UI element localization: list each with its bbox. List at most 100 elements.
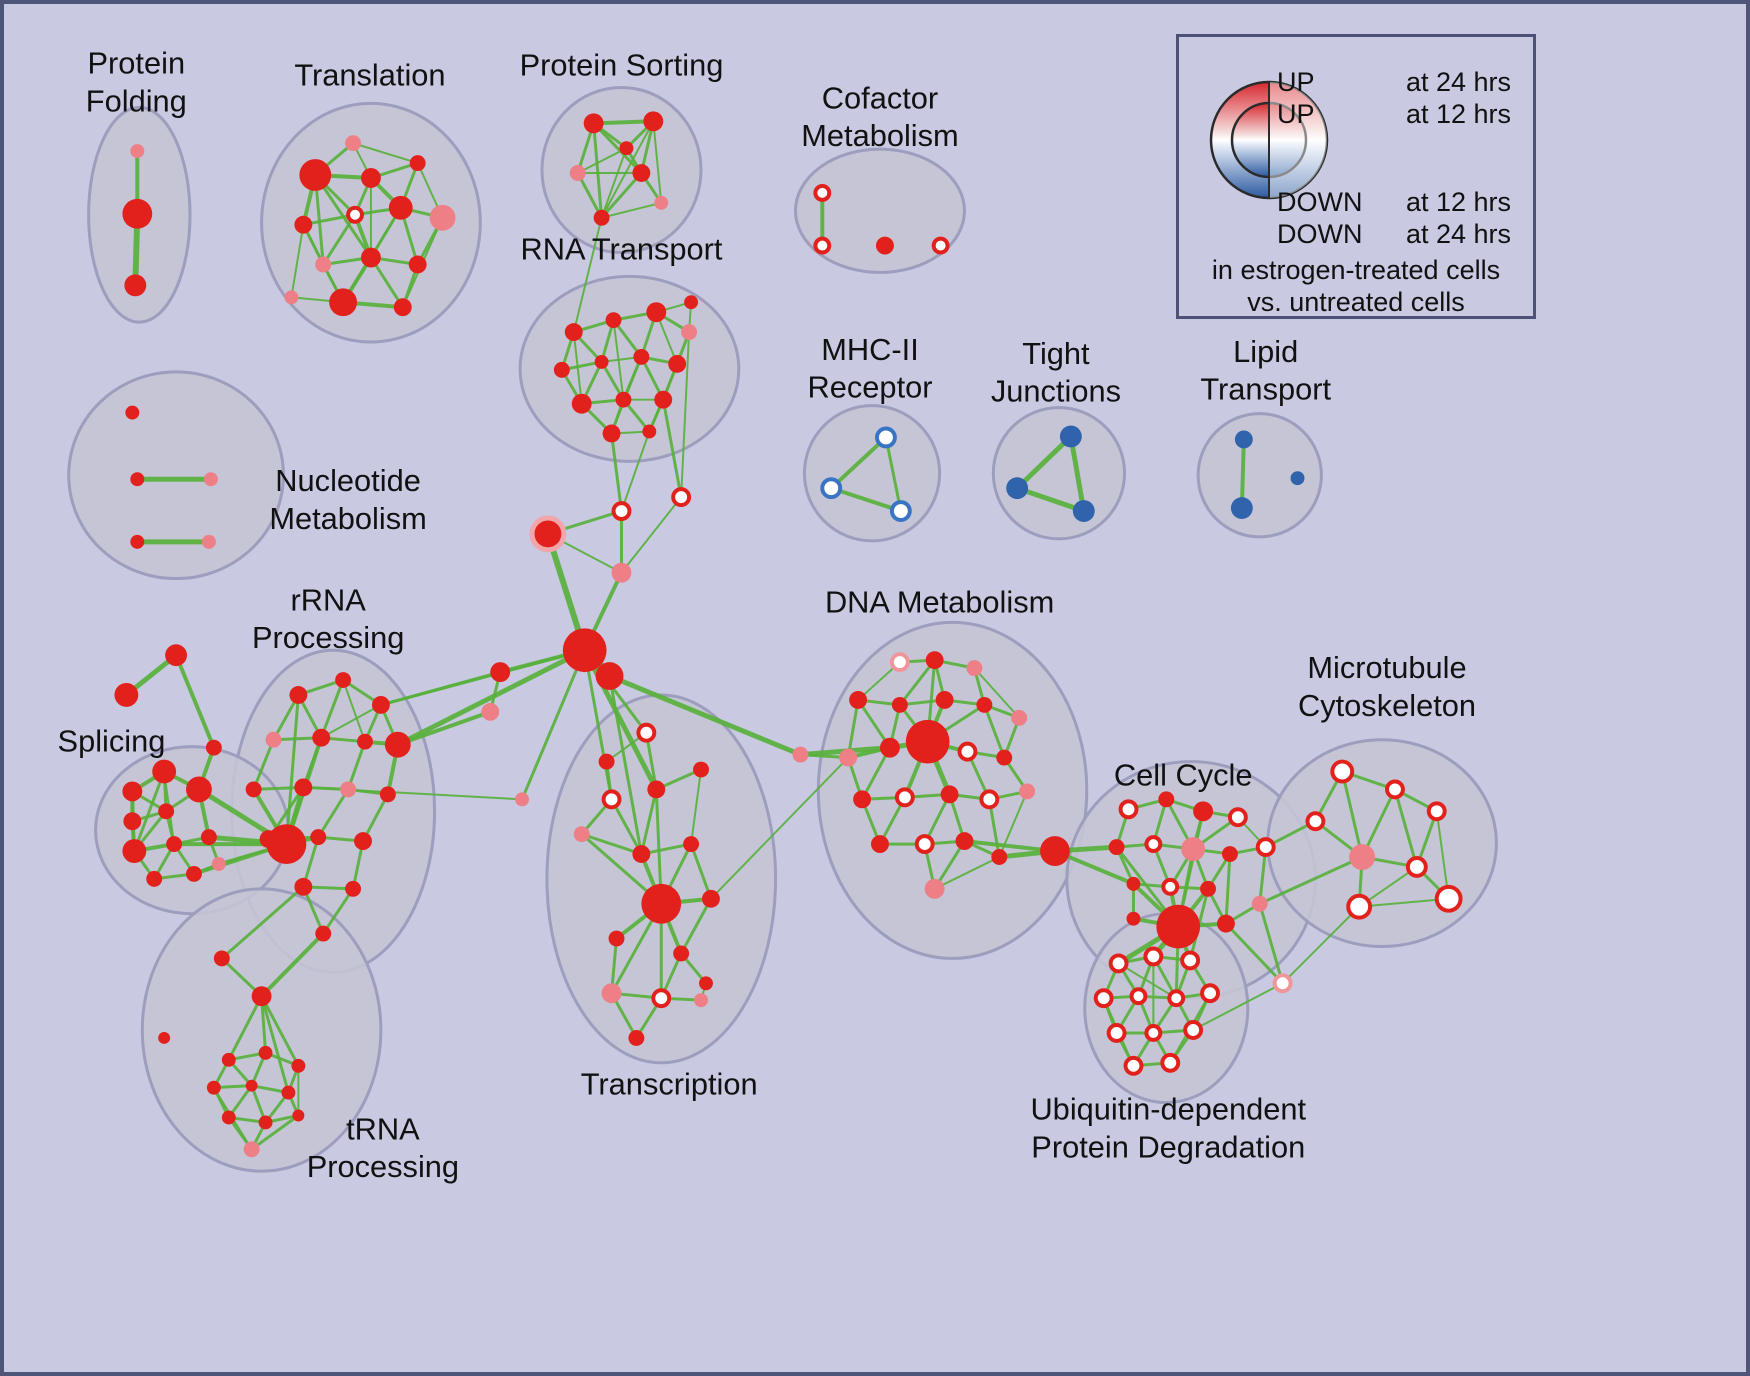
network-node[interactable] [632,164,651,182]
network-node[interactable] [693,761,709,778]
network-node[interactable] [481,702,500,721]
network-node[interactable] [991,849,1008,865]
network-node[interactable] [1330,759,1355,784]
network-node[interactable] [813,183,832,202]
network-node[interactable] [515,792,530,807]
network-node[interactable] [935,690,954,709]
network-node[interactable] [564,323,583,342]
network-node[interactable] [1059,425,1082,448]
network-node[interactable] [1434,884,1463,913]
network-node[interactable] [642,424,657,439]
network-node[interactable] [1305,811,1326,832]
network-node[interactable] [122,781,143,802]
network-node[interactable] [925,651,944,670]
network-node[interactable] [122,839,147,863]
network-node[interactable] [361,168,381,188]
network-node[interactable] [122,198,153,229]
network-node[interactable] [601,983,622,1004]
network-node[interactable] [429,204,456,231]
network-node[interactable] [258,1115,273,1130]
network-node[interactable] [346,205,364,224]
network-node[interactable] [955,832,974,851]
network-node[interactable] [200,829,217,846]
network-node[interactable] [158,1031,171,1044]
network-node[interactable] [636,722,657,743]
network-node[interactable] [1272,973,1293,994]
network-node[interactable] [889,500,912,522]
network-node[interactable] [1129,987,1148,1006]
network-node[interactable] [409,155,426,172]
network-node[interactable] [594,354,609,369]
network-node[interactable] [940,785,959,804]
network-node[interactable] [158,803,175,820]
network-node[interactable] [611,501,632,521]
network-node[interactable] [608,930,625,947]
network-node[interactable] [628,1030,645,1046]
network-node[interactable] [914,834,935,855]
network-node[interactable] [905,719,950,764]
network-node[interactable] [388,195,413,220]
network-node[interactable] [213,950,230,967]
network-node[interactable] [654,390,673,409]
network-node[interactable] [611,562,632,583]
network-node[interactable] [671,487,692,508]
network-node[interactable] [647,780,666,799]
network-node[interactable] [152,759,177,784]
network-node[interactable] [839,748,858,767]
network-node[interactable] [619,141,634,156]
network-node[interactable] [125,405,140,420]
network-node[interactable] [598,753,615,770]
network-node[interactable] [1118,799,1139,820]
network-node[interactable] [894,787,915,808]
network-node[interactable] [291,1058,306,1073]
network-node[interactable] [1251,895,1268,912]
network-node[interactable] [1106,1023,1127,1043]
network-node[interactable] [668,354,687,373]
network-node[interactable] [996,749,1013,766]
network-node[interactable] [1221,846,1238,862]
network-node[interactable] [1167,989,1186,1008]
network-node[interactable] [292,1109,305,1122]
network-node[interactable] [284,290,299,305]
network-node[interactable] [1126,911,1141,926]
network-node[interactable] [130,472,145,487]
network-node[interactable] [1180,950,1201,971]
network-node[interactable] [245,1079,258,1092]
network-node[interactable] [315,256,332,273]
network-node[interactable] [699,976,713,991]
network-node[interactable] [562,628,607,673]
network-node[interactable] [1144,835,1163,854]
network-node[interactable] [593,209,610,226]
network-node[interactable] [853,790,872,809]
network-node[interactable] [294,877,313,896]
network-node[interactable] [1290,471,1305,486]
network-node[interactable] [957,741,978,762]
network-node[interactable] [792,746,809,763]
network-node[interactable] [1143,946,1164,967]
network-node[interactable] [1161,877,1180,896]
network-node[interactable] [1123,1055,1144,1076]
network-node[interactable] [654,195,669,210]
network-node[interactable] [633,348,650,365]
network-node[interactable] [583,113,604,134]
network-node[interactable] [602,424,621,443]
network-node[interactable] [569,165,586,181]
network-node[interactable] [203,472,218,487]
network-node[interactable] [813,236,832,255]
network-node[interactable] [186,865,202,882]
network-node[interactable] [1426,801,1447,822]
network-node[interactable] [875,426,897,449]
network-node[interactable] [186,776,212,803]
network-node[interactable] [266,824,307,864]
network-node[interactable] [221,1110,236,1125]
network-node[interactable] [490,662,511,683]
network-node[interactable] [384,731,411,758]
network-node[interactable] [1200,880,1217,897]
network-node[interactable] [1193,801,1214,822]
network-node[interactable] [1200,983,1220,1004]
network-node[interactable] [251,986,272,1007]
network-node[interactable] [211,857,226,871]
network-node[interactable] [605,312,622,329]
network-node[interactable] [966,660,983,677]
network-node[interactable] [345,135,362,152]
